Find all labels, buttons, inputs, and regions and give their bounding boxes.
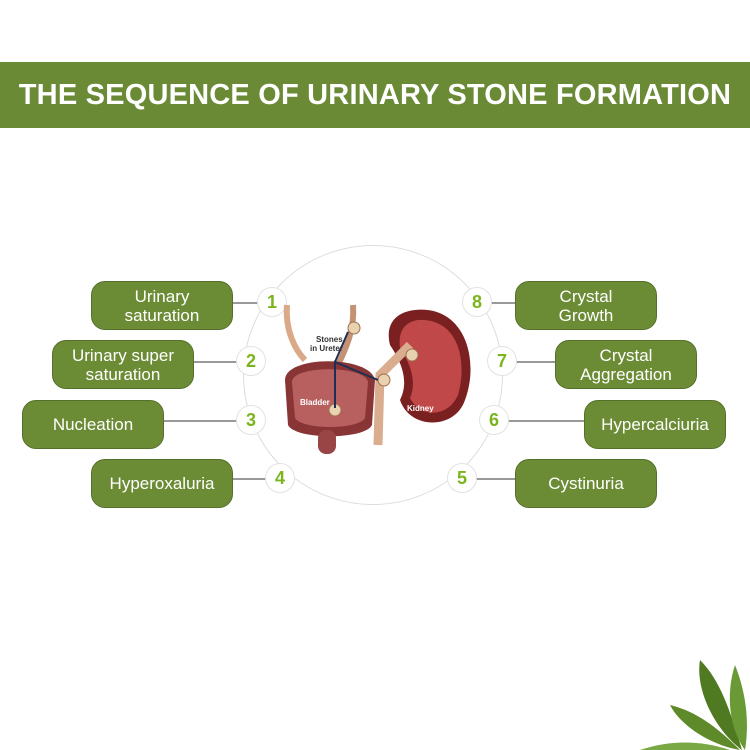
step-number-5: 5 <box>447 463 477 493</box>
step-box-5: Cystinuria <box>515 459 657 508</box>
step-number-8: 8 <box>462 287 492 317</box>
step-number-4: 4 <box>265 463 295 493</box>
connector-line <box>515 361 555 363</box>
step-number-1: 1 <box>257 287 287 317</box>
stones-label-2: in Ureter <box>310 344 343 353</box>
bladder-label: Bladder <box>300 398 330 407</box>
connector-line <box>193 361 238 363</box>
step-box-1: Urinary saturation <box>91 281 233 330</box>
page-title: THE SEQUENCE OF URINARY STONE FORMATION <box>18 78 732 111</box>
step-number-6: 6 <box>479 405 509 435</box>
connector-line <box>490 302 515 304</box>
leaf-decoration <box>640 660 747 750</box>
stones-label: Stones <box>316 335 343 344</box>
connector-line <box>507 420 584 422</box>
step-box-2: Urinary super saturation <box>52 340 194 389</box>
step-box-7: Crystal Aggregation <box>555 340 697 389</box>
step-box-8: Crystal Growth <box>515 281 657 330</box>
step-box-3: Nucleation <box>22 400 164 449</box>
step-box-4: Hyperoxaluria <box>91 459 233 508</box>
connector-line <box>475 478 515 480</box>
connector-line <box>164 420 238 422</box>
step-number-2: 2 <box>236 346 266 376</box>
connector-line <box>233 302 261 304</box>
connector-line <box>233 478 268 480</box>
step-number-7: 7 <box>487 346 517 376</box>
title-banner: THE SEQUENCE OF URINARY STONE FORMATION <box>0 62 750 128</box>
kidney-label: Kidney <box>407 404 434 413</box>
step-number-3: 3 <box>236 405 266 435</box>
urinary-system-illustration: Stones in Ureter Bladder Kidney <box>283 304 471 454</box>
step-box-6: Hypercalciuria <box>584 400 726 449</box>
